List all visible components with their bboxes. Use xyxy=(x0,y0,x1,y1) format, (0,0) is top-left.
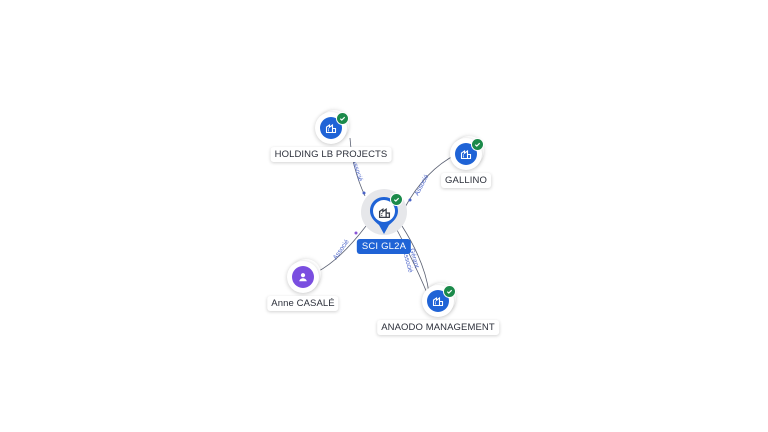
center-node-label[interactable]: SCI GL2A xyxy=(356,239,412,254)
node-label[interactable]: Anne CASALÉ xyxy=(267,296,339,311)
verified-check-icon xyxy=(336,112,349,125)
verified-check-icon xyxy=(443,285,456,298)
node-label[interactable]: HOLDING LB PROJECTS xyxy=(270,147,392,162)
edge-holding-associe xyxy=(349,137,366,197)
node-label[interactable]: ANAODO MANAGEMENT xyxy=(377,320,499,335)
edge-arrow-anne xyxy=(354,231,358,235)
edge-label-holding: Associé xyxy=(350,158,364,182)
edge-label-anaodo-gerant: Gérant xyxy=(408,248,420,269)
edge-arrow-holding xyxy=(362,191,366,195)
edge-anaodo-associe xyxy=(395,227,428,294)
edge-anne-associe xyxy=(316,225,367,273)
edge-label-anne: Associé xyxy=(332,238,351,261)
edge-arrow-gallino xyxy=(408,198,412,202)
node-label[interactable]: GALLINO xyxy=(441,173,491,188)
verified-check-icon xyxy=(390,193,403,206)
building-icon xyxy=(374,202,394,222)
person-icon xyxy=(292,266,314,288)
edge-label-gallino: Associé xyxy=(414,173,431,197)
verified-check-icon xyxy=(471,138,484,151)
